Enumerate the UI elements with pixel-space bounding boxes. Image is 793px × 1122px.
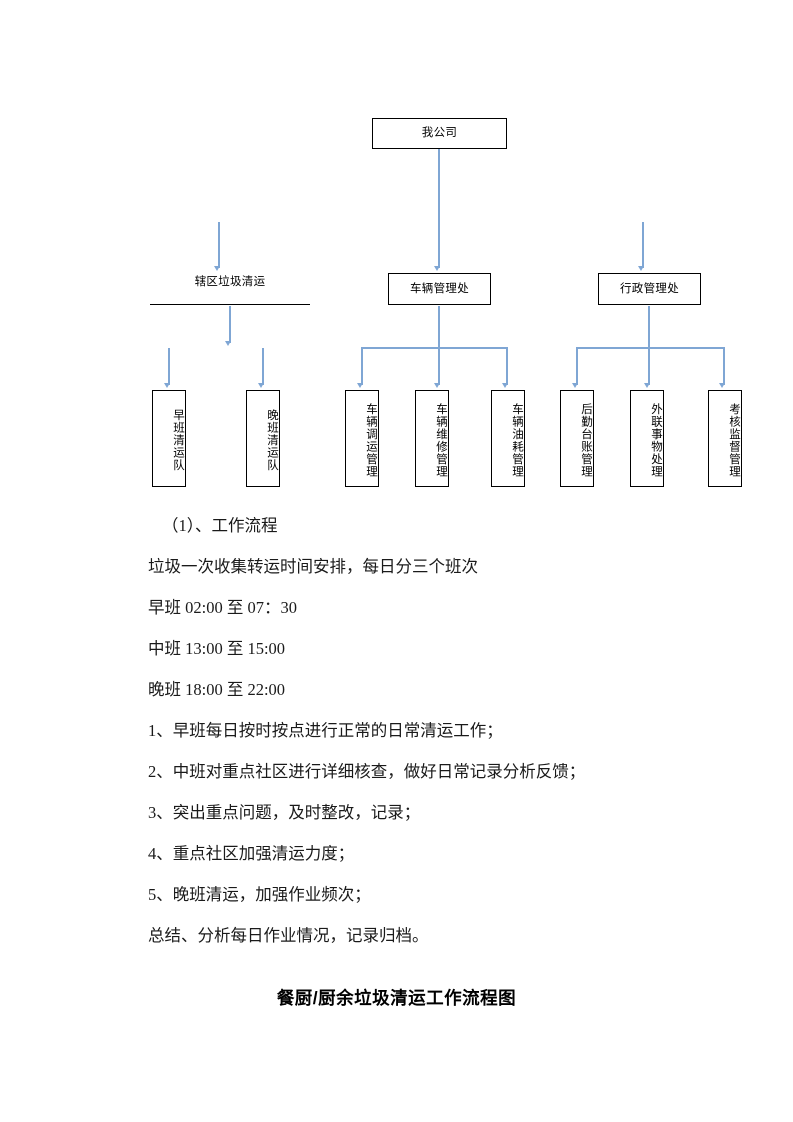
- section-closing: 总结、分析每日作业情况，记录归档。: [148, 926, 429, 945]
- connector-leaf-6: [576, 347, 578, 385]
- org-node-level3-7: 考核监督管理: [708, 390, 742, 487]
- connector-center-group-stem: [438, 306, 440, 348]
- org-node-level3-3-label: 车辆维修管理: [435, 403, 447, 478]
- section-intro: 垃圾一次收集转运时间安排，每日分三个班次: [148, 557, 478, 576]
- arrowhead-leaf-8: [719, 383, 726, 388]
- connector-leaf-8: [723, 347, 725, 385]
- arrowhead-left-group-stem: [225, 341, 232, 346]
- list-item-3: 3、突出重点问题，及时整改，记录；: [148, 803, 421, 822]
- body-text: （1）、工作流程 垃圾一次收集转运时间安排，每日分三个班次 早班 02:00 至…: [148, 505, 708, 956]
- connector-center-group-bar: [361, 347, 507, 349]
- connector-drop-center: [438, 222, 440, 268]
- org-node-level3-5-label: 后勤台账管理: [580, 403, 592, 478]
- shift-line-2: 晚班 18:00 至 22:00: [148, 680, 286, 699]
- arrowhead-leaf-6: [572, 383, 579, 388]
- org-node-level2-2: 行政管理处: [598, 273, 701, 305]
- org-chart: 我公司 辖区垃圾清运 车辆管理处 行政管理处: [0, 0, 793, 500]
- connector-leaf-5: [506, 347, 508, 385]
- shift-line-0: 早班 02:00 至 07：30: [148, 598, 297, 617]
- org-node-level3-1-label: 晚班清运队: [266, 409, 278, 472]
- org-node-root-label: 我公司: [421, 127, 458, 140]
- arrowhead-leaf-2: [258, 383, 265, 388]
- org-node-level2-0-label: 辖区垃圾清运: [194, 276, 266, 288]
- org-node-level3-4: 车辆油耗管理: [491, 390, 525, 487]
- arrowhead-right-l2: [638, 266, 645, 271]
- arrowhead-leaf-4: [434, 383, 441, 388]
- footer-title: 餐厨/厨余垃圾清运工作流程图: [276, 988, 517, 1008]
- org-node-level3-7-label: 考核监督管理: [728, 403, 740, 478]
- list-item-1: 1、早班每日按时按点进行正常的日常清运工作；: [148, 721, 503, 740]
- shift-line-1: 中班 13:00 至 15:00: [148, 639, 286, 658]
- arrowhead-leaf-7: [644, 383, 651, 388]
- org-node-level3-4-label: 车辆油耗管理: [511, 403, 523, 478]
- list-item-5: 5、晚班清运，加强作业频次；: [148, 885, 371, 904]
- org-node-level3-6-label: 外联事物处理: [650, 403, 662, 478]
- connector-leaf-4: [438, 347, 440, 385]
- org-node-level3-2: 车辆调运管理: [345, 390, 379, 487]
- arrowhead-leaf-3: [357, 383, 364, 388]
- org-node-level2-0: 辖区垃圾清运: [150, 273, 310, 305]
- connector-right-group-stem: [648, 306, 650, 348]
- org-node-level3-0-label: 早班清运队: [172, 409, 184, 472]
- arrowhead-center-l2: [434, 266, 441, 271]
- connector-leaf-3: [361, 347, 363, 385]
- org-node-level3-2-label: 车辆调运管理: [365, 403, 377, 478]
- connector-drop-right: [642, 222, 644, 268]
- list-item-4: 4、重点社区加强清运力度；: [148, 844, 355, 863]
- section-heading: （1）、工作流程: [162, 516, 278, 535]
- org-node-root: 我公司: [372, 118, 507, 149]
- org-node-level3-3: 车辆维修管理: [415, 390, 449, 487]
- org-node-level3-6: 外联事物处理: [630, 390, 664, 487]
- connector-left-group-stem: [229, 306, 231, 343]
- org-node-level2-2-label: 行政管理处: [620, 282, 679, 295]
- arrowhead-leaf-1: [164, 383, 171, 388]
- connector-leaf-7: [648, 347, 650, 385]
- org-node-level2-1: 车辆管理处: [388, 273, 491, 305]
- org-node-level2-1-label: 车辆管理处: [410, 282, 469, 295]
- list-item-2: 2、中班对重点社区进行详细核查，做好日常记录分析反馈；: [148, 762, 586, 781]
- arrowhead-leaf-5: [502, 383, 509, 388]
- org-node-level3-1: 晚班清运队: [246, 390, 280, 487]
- connector-root-stem: [438, 149, 440, 223]
- connector-leaf-2: [262, 348, 264, 385]
- connector-leaf-1: [168, 348, 170, 385]
- connector-right-group-bar: [576, 347, 724, 349]
- org-node-level3-5: 后勤台账管理: [560, 390, 594, 487]
- arrowhead-left-l2: [214, 266, 221, 271]
- connector-drop-left: [218, 222, 220, 268]
- org-node-level3-0: 早班清运队: [152, 390, 186, 487]
